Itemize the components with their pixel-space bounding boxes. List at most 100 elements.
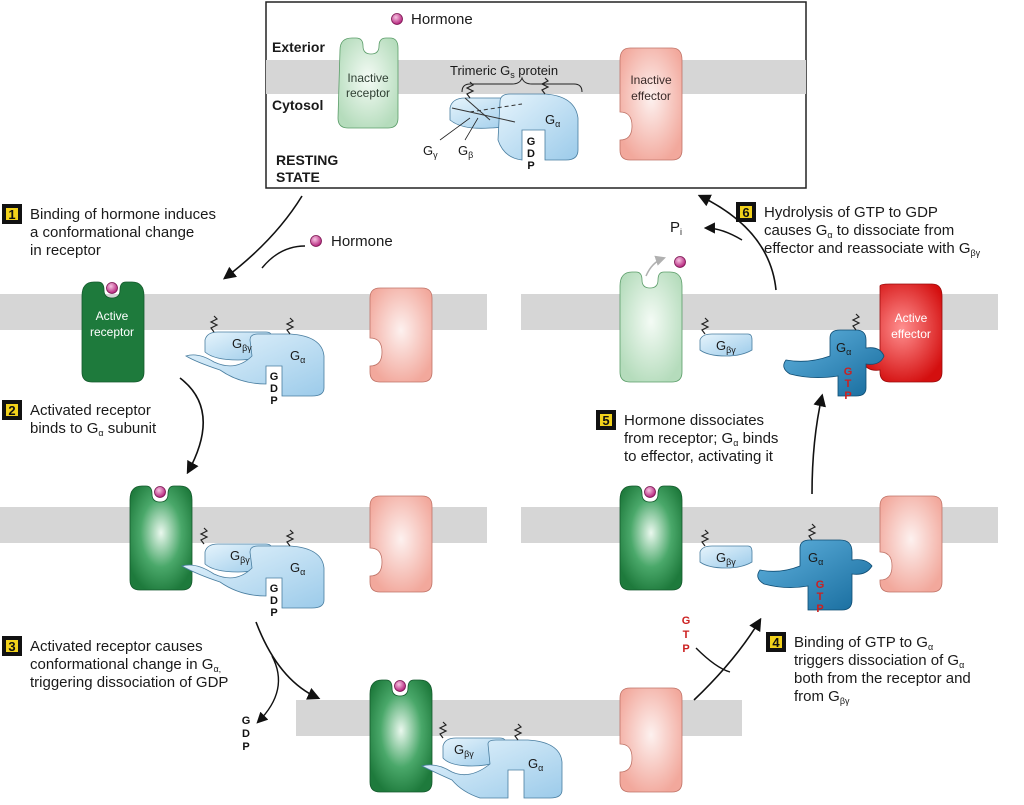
step2-gdp-p: P: [270, 607, 277, 619]
resting-g-beta-label: Gβ: [458, 143, 473, 160]
step1-active-receptor: [81, 281, 145, 383]
inactive-receptor-label-2: receptor: [346, 86, 390, 100]
trimeric-brace: [461, 76, 583, 93]
resting-g-protein: Gα G D P Gγ Gβ: [423, 77, 579, 172]
step-1-line-3: in receptor: [30, 242, 101, 259]
exterior-label: Exterior: [272, 39, 325, 55]
step1-gdp-p: P: [270, 395, 277, 407]
resting-state-label-2: STATE: [276, 169, 320, 185]
incoming-gtp-t: T: [683, 629, 690, 641]
step5-g-alpha-active: [783, 329, 885, 397]
step-3-number: 3: [8, 639, 15, 654]
gdp-release-arrow: [256, 655, 280, 724]
active-effector-label-2: effector: [891, 327, 931, 341]
step2-g-alpha: [180, 545, 325, 609]
step1-to-step2-arrow: [179, 377, 205, 475]
lipid-anchor-icon: [807, 523, 817, 541]
step5-inactive-receptor: [619, 271, 683, 383]
step4-g-beta-gamma: [699, 545, 753, 569]
hormone-icon: [310, 235, 322, 247]
step1-g-alpha: [185, 333, 325, 397]
active-receptor-label-2: receptor: [90, 325, 134, 339]
hormone-icon: [644, 486, 656, 498]
released-gdp-g: G: [242, 715, 251, 727]
gtp-join-line: [695, 647, 731, 673]
step1-inactive-effector: [369, 287, 433, 383]
step-6: 6 Hydrolysis of GTP to GDP causes Gα to …: [736, 202, 981, 258]
step-4: 4 Binding of GTP to Gα triggers dissocia…: [619, 485, 971, 706]
active-effector-label-1: Active: [895, 311, 928, 325]
released-gdp-d: D: [242, 728, 250, 740]
lipid-anchor-icon: [540, 77, 550, 95]
step3-g-alpha: [420, 739, 563, 799]
inactive-receptor-label-1: Inactive: [347, 71, 389, 85]
resting-g-gamma-label: Gγ: [423, 143, 438, 160]
step-2-line-2: binds to Gα subunit: [30, 420, 157, 438]
lipid-anchor-icon: [438, 721, 448, 739]
resting-gdp-p: P: [527, 160, 534, 172]
g-beta-leader: [464, 117, 479, 141]
step5-gtp-p: P: [844, 390, 851, 402]
step3-inactive-effector: [619, 687, 683, 793]
step-4-line-2: triggers dissociation of Gα: [794, 652, 964, 670]
lipid-anchor-icon: [465, 81, 475, 99]
resting-gdp-g: G: [527, 136, 536, 148]
step5-to-resting-arrow: [697, 194, 777, 291]
step5-g-beta-gamma: [699, 333, 753, 357]
step-5-line-3: to effector, activating it: [624, 448, 774, 465]
step2-inactive-effector: [369, 495, 433, 593]
active-receptor-label-1: Active: [96, 309, 129, 323]
resting-gbg-line-1: [451, 107, 516, 123]
step2-gdp-g: G: [270, 583, 279, 595]
lipid-anchor-icon: [700, 317, 710, 335]
step-3-line-1: Activated receptor causes: [30, 638, 203, 655]
resting-state-label-1: RESTING: [276, 152, 338, 168]
resting-gdp-d: D: [527, 148, 535, 160]
step1-gdp-g: G: [270, 371, 279, 383]
lipid-anchor-icon: [199, 527, 209, 545]
step-1-hormone-label: Hormone: [331, 233, 393, 250]
lipid-anchor-icon: [285, 529, 295, 547]
lipid-anchor-icon: [285, 317, 295, 335]
step-3-line-2: conformational change in Gα,: [30, 656, 221, 674]
step-1-line-2: a conformational change: [30, 224, 194, 241]
step4-gtp-t: T: [817, 591, 824, 603]
step-2-line-1: Activated receptor: [30, 402, 151, 419]
step4-to-step5-arrow: [811, 393, 826, 495]
hormone-icon: [391, 13, 403, 25]
step4-gtp-p: P: [816, 603, 823, 615]
hormone-icon: [106, 282, 118, 294]
inactive-receptor: [337, 37, 399, 129]
step2-gdp-d: D: [270, 595, 278, 607]
resting-hormone-label: Hormone: [411, 11, 473, 28]
hormone-icon: [394, 680, 406, 692]
step-5: 5 Hormone dissociates from receptor; Gα …: [596, 255, 943, 465]
step-2: 2 Activated receptor binds to Gα subunit…: [2, 400, 433, 619]
trimeric-label: Trimeric Gs protein: [450, 63, 558, 80]
pi-label: Pi: [670, 219, 682, 237]
lipid-anchor-icon: [209, 315, 219, 333]
step-2-number: 2: [8, 403, 15, 418]
step4-gtp-g: G: [816, 579, 825, 591]
step-4-line-3: both from the receptor and: [794, 670, 971, 687]
step1-gdp-d: D: [270, 383, 278, 395]
step2-to-step3-arrow: [255, 621, 321, 700]
step4-active-receptor: [619, 485, 683, 591]
step5-gtp-t: T: [845, 378, 852, 390]
step-6-line-3: effector and reassociate with Gβγ: [764, 240, 981, 258]
resting-state-panel: Hormone Exterior Cytosol Inactive recept…: [265, 1, 807, 189]
resting-g-alpha-label: Gα: [545, 112, 560, 129]
step3-to-step4-arrow: [693, 617, 762, 701]
step-4-line-1: Binding of GTP to Gα: [794, 634, 933, 652]
step-5-line-1: Hormone dissociates: [624, 412, 764, 429]
step-6-line-1: Hydrolysis of GTP to GDP: [764, 204, 938, 221]
lipid-anchor-icon: [513, 723, 523, 741]
step-5-number: 5: [602, 413, 609, 428]
step3-active-receptor: [369, 679, 433, 793]
released-gdp-p: P: [242, 741, 249, 753]
step-1-number: 1: [8, 207, 15, 222]
resting-gbg-line-2: [464, 97, 491, 121]
step-4-number: 4: [772, 635, 780, 650]
incoming-gtp-g: G: [682, 615, 691, 627]
